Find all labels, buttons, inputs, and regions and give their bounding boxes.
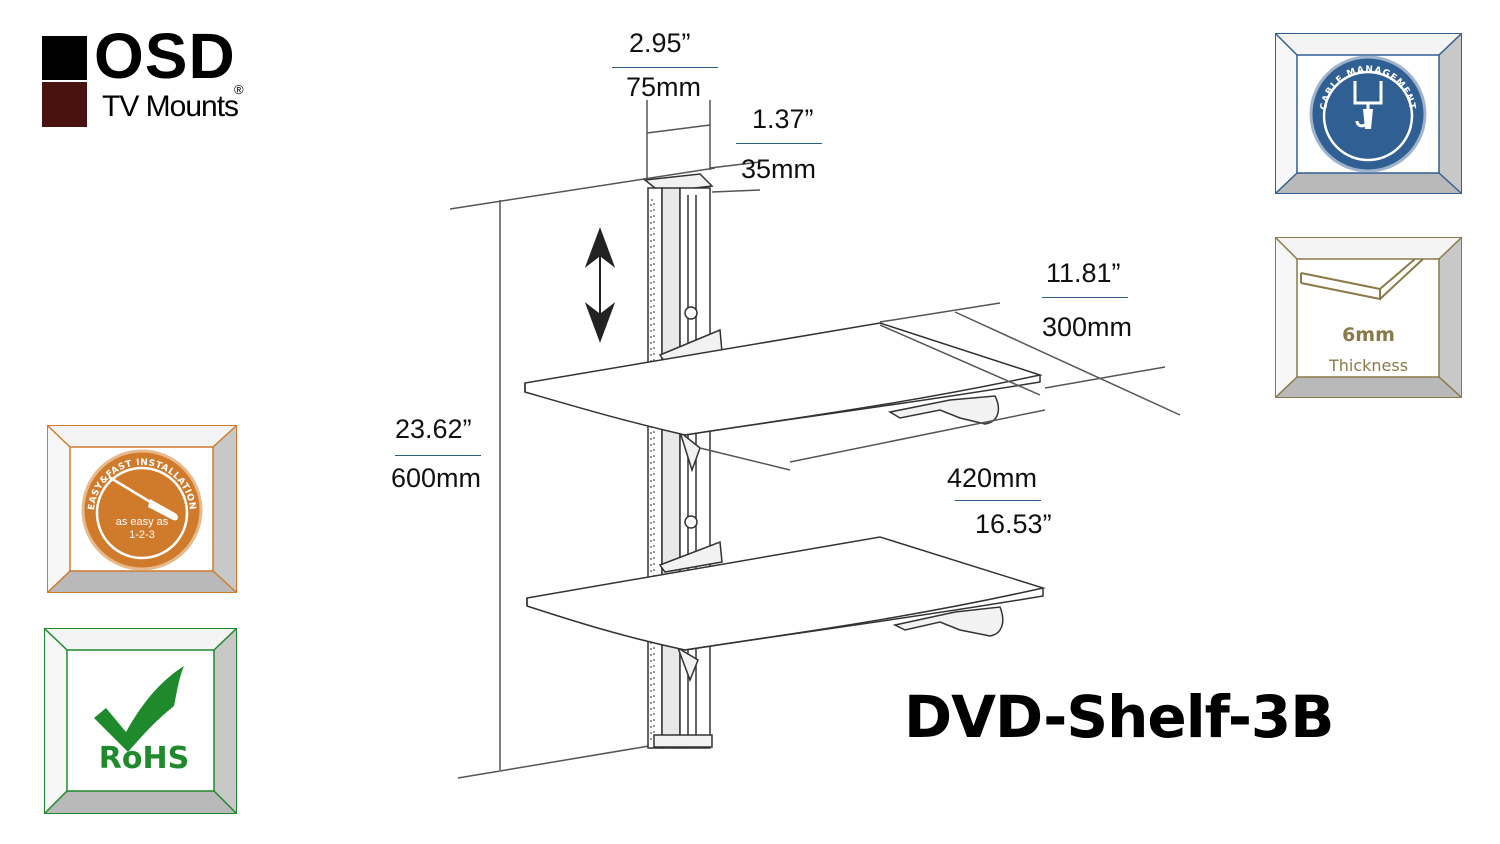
thickness-value: 6mm <box>1342 324 1395 346</box>
cable-management-arc-text: CABLE MANAGEMENT <box>1319 65 1417 111</box>
height-inches: 23.62” <box>395 414 472 444</box>
rohs-label: RoHS <box>98 741 190 776</box>
easy-installation-badge: EASY&FAST INSTALLATION <box>47 425 237 593</box>
post-width-divider <box>612 67 718 68</box>
thickness-badge <box>1275 237 1462 398</box>
height-divider <box>395 455 481 456</box>
logo-registered-mark: ® <box>234 82 244 97</box>
shelf-width-inches: 16.53” <box>975 509 1052 539</box>
logo-square-black <box>42 36 87 80</box>
shelf-width-mm: 420mm <box>947 463 1038 493</box>
post-width-mm: 75mm <box>626 72 702 102</box>
logo-square-maroon <box>42 82 87 127</box>
rohs-badge <box>44 628 237 814</box>
thickness-label: Thickness <box>1328 356 1409 375</box>
post-depth-mm: 35mm <box>741 154 817 184</box>
cable-management-badge <box>1275 33 1462 194</box>
shelf-depth-inches: 11.81” <box>1046 258 1121 288</box>
shelf-width-divider <box>955 500 1041 501</box>
installation-line2: 1-2-3 <box>129 529 155 541</box>
shelf-depth-divider <box>1042 297 1128 298</box>
post-width-inches: 2.95” <box>629 28 691 58</box>
product-name: DVD-Shelf-3B <box>904 683 1334 751</box>
logo-subtitle: TV Mounts <box>102 90 239 123</box>
svg-text:CABLE MANAGEMENT: CABLE MANAGEMENT <box>1319 65 1417 111</box>
height-mm: 600mm <box>391 463 482 493</box>
post-depth-inches: 1.37” <box>752 104 814 134</box>
shelf-depth-mm: 300mm <box>1042 312 1133 342</box>
installation-line1: as easy as <box>115 516 169 528</box>
post-depth-divider <box>736 143 822 144</box>
logo-brand: OSD <box>94 20 236 92</box>
